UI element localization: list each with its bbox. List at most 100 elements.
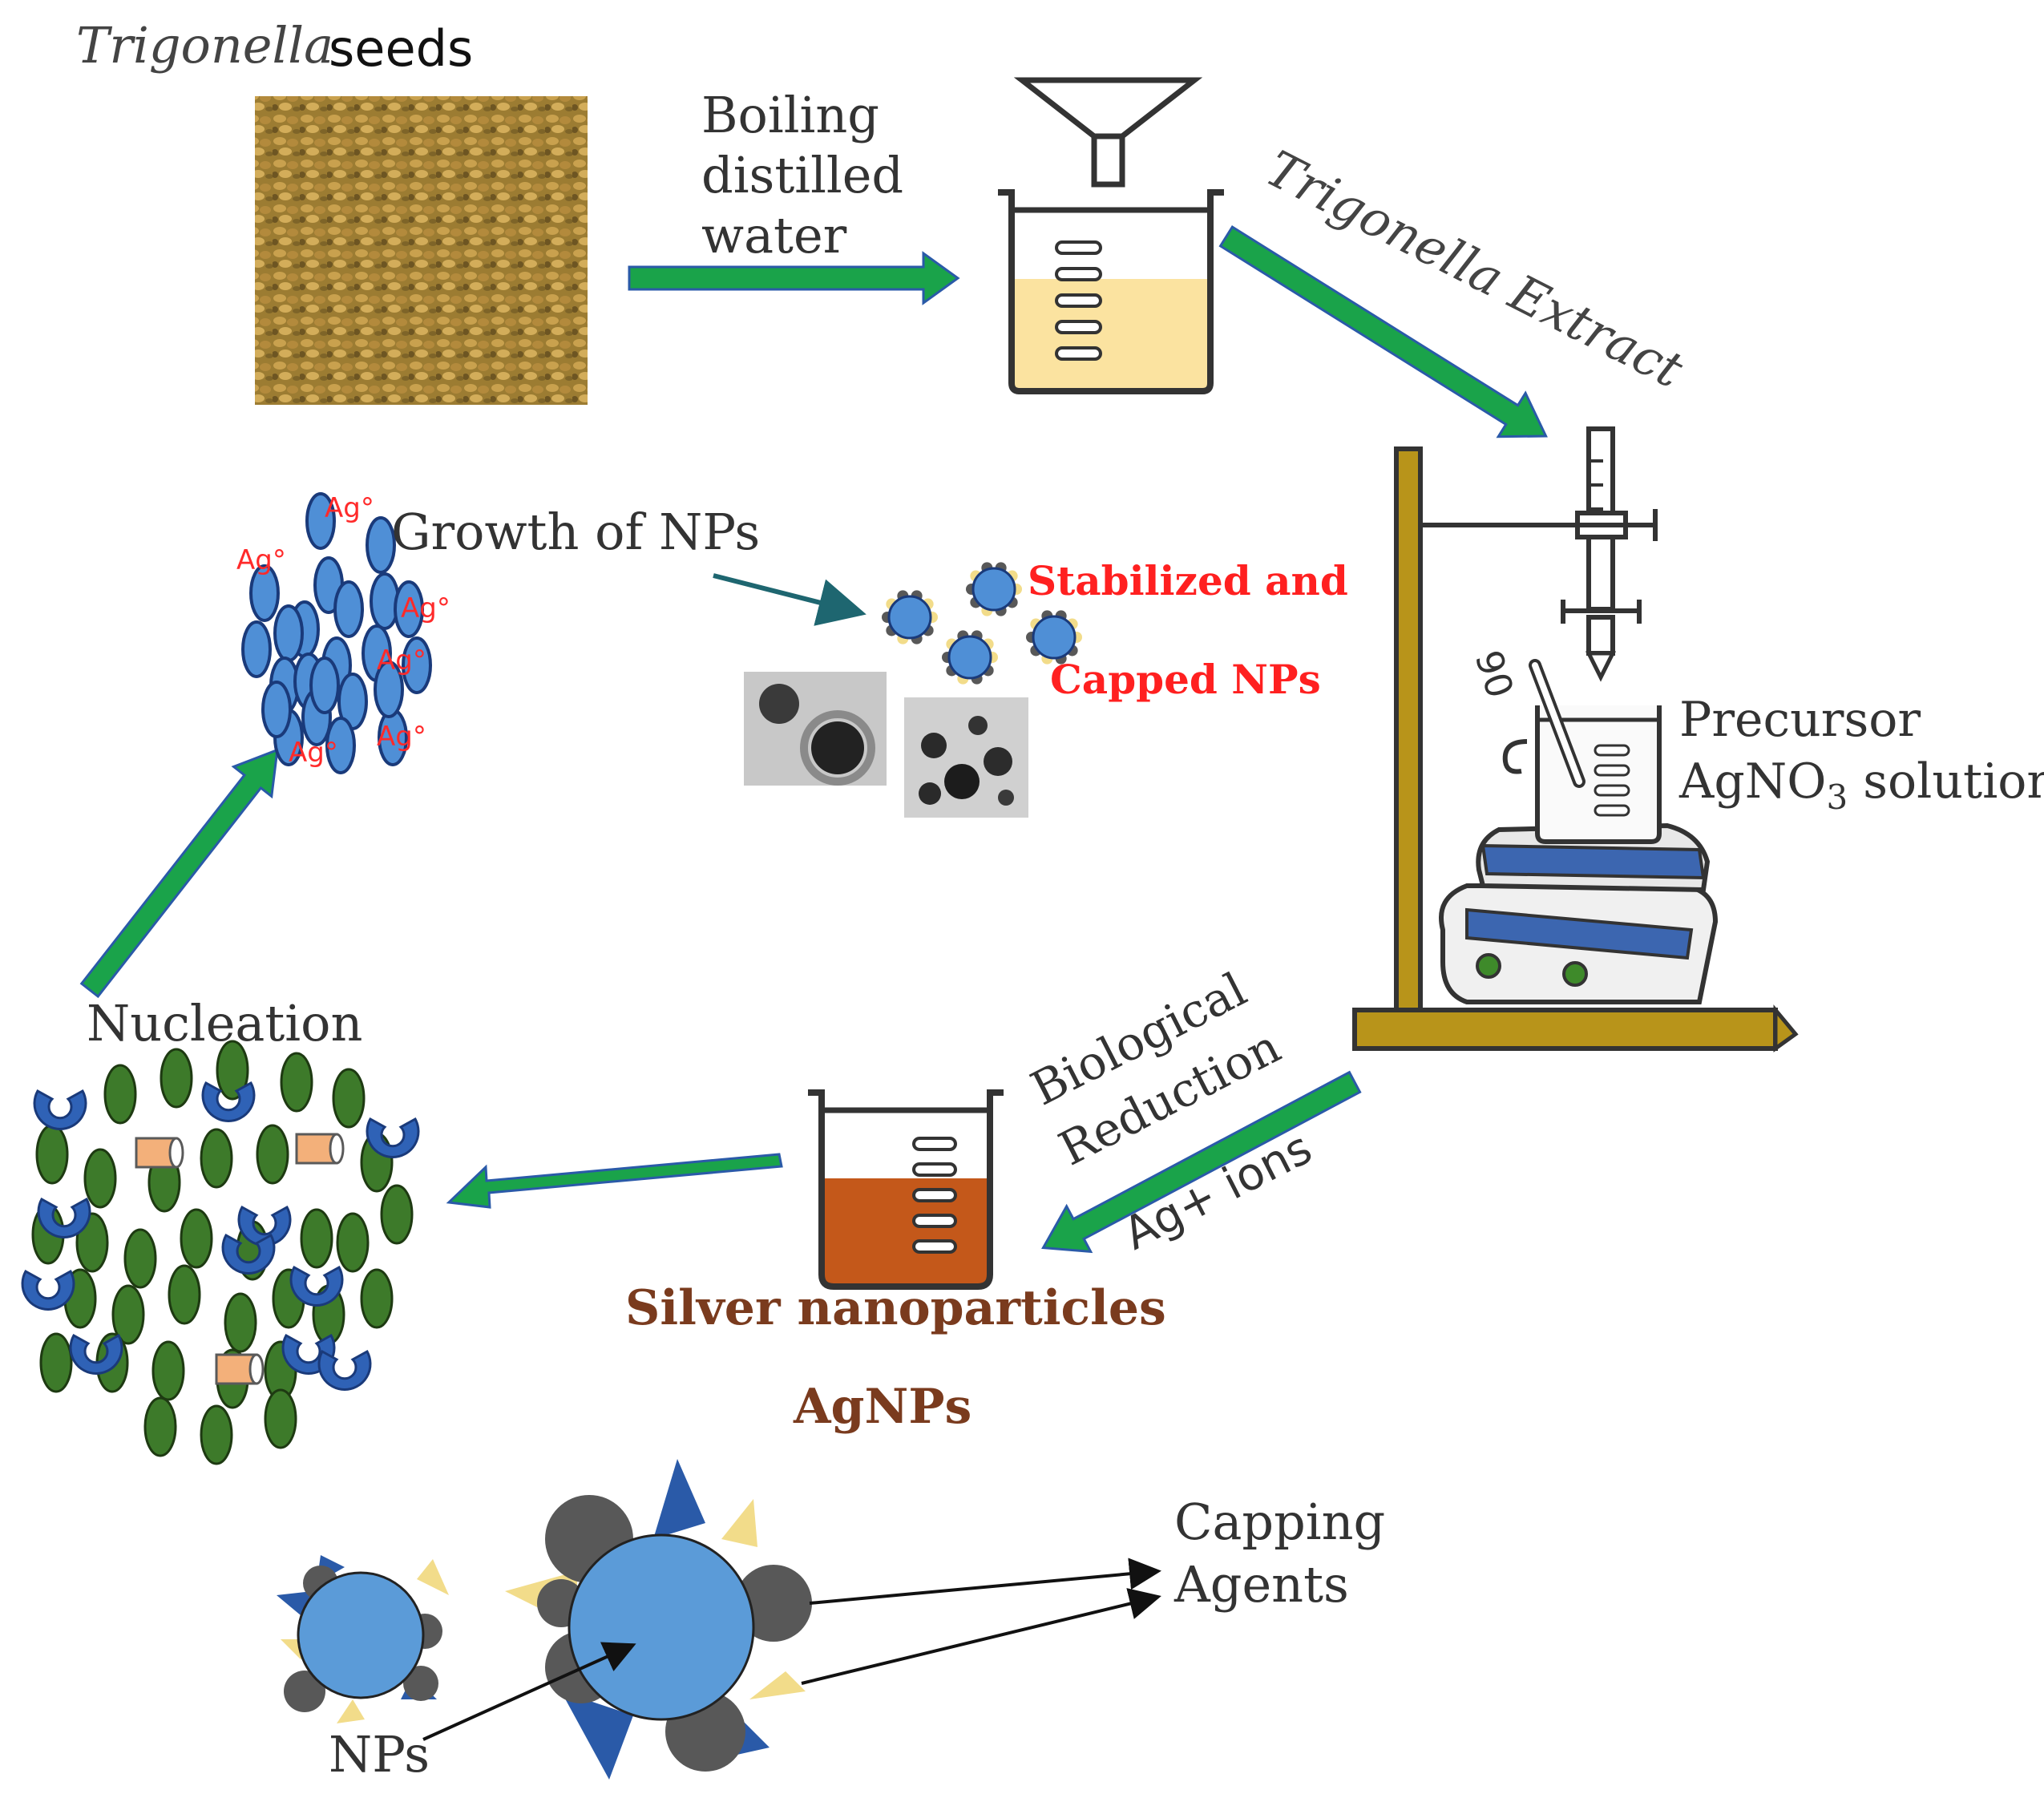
leaf-particle (200, 1128, 233, 1189)
agnps-label: AgNPs (793, 1379, 972, 1435)
capping-arrow-1 (809, 1558, 1161, 1605)
growth-particle (309, 657, 340, 714)
ag0-label: Ag° (289, 737, 338, 769)
extract-label: Trigonella Extract (1257, 139, 1692, 399)
nucleation-cluster (21, 1040, 420, 1465)
crescent-particle (69, 1333, 123, 1375)
stabilized-particle (882, 590, 938, 644)
growth-particle (402, 636, 432, 694)
tab-particle (295, 1133, 345, 1165)
leaf-particle (111, 1284, 145, 1345)
growth-particle (305, 492, 336, 550)
flow-arrow-boiling (628, 251, 960, 305)
stabilized-nps (882, 562, 1082, 685)
ag0-label: Ag° (325, 492, 374, 524)
burette-icon (1561, 426, 1658, 682)
ag0-label: Ag° (377, 721, 426, 753)
growth-particle (366, 516, 396, 574)
nps-arrow (422, 1642, 636, 1741)
crescent-particle (201, 1081, 256, 1122)
boiling-label-2: distilled (701, 146, 903, 204)
ag0-label: Ag° (377, 644, 426, 677)
leaf-particle (300, 1208, 333, 1269)
growth-cluster: Ag° Ag° Ag° Ag° Ag° Ag° (236, 492, 450, 774)
tem-image-2 (904, 697, 1028, 818)
leaf-particle (256, 1124, 289, 1185)
flow-arrow-extract (1218, 225, 1548, 438)
leaf-particle (35, 1124, 69, 1185)
leaf-particle (380, 1184, 414, 1245)
growth-label: Growth of NPs (391, 503, 760, 561)
ag0-label: Ag° (401, 592, 450, 624)
flow-arrow-reduction (1041, 1070, 1362, 1254)
leaf-particle (224, 1292, 257, 1353)
silver-np-beaker (808, 1089, 1004, 1290)
crescent-particle (21, 1269, 75, 1311)
leaf-particle (160, 1048, 193, 1109)
leaf-particle (39, 1332, 73, 1393)
leaf-particle (264, 1388, 297, 1449)
leaf-particle (332, 1068, 366, 1129)
leaf-particle (123, 1228, 157, 1289)
capped-label: Capped NPs (1050, 656, 1321, 703)
boiling-label-3: water (701, 206, 847, 265)
np-large (505, 1459, 812, 1780)
precursor-beaker (1502, 705, 1662, 844)
nps-label: NPs (329, 1725, 430, 1784)
extract-beaker (998, 77, 1224, 394)
crescent-particle (221, 1233, 276, 1275)
silver-np-label: Silver nanoparticles (625, 1280, 1166, 1336)
growth-particle (374, 661, 404, 718)
leaf-particle (200, 1404, 233, 1465)
crescent-particle (289, 1265, 344, 1307)
crescent-particle (37, 1197, 91, 1238)
growth-particle (261, 681, 292, 738)
stabilized-particle (1026, 610, 1082, 665)
crescent-particle (366, 1117, 420, 1158)
precursor-label-1: Precursor (1679, 692, 1921, 748)
leaf-particle (336, 1212, 370, 1273)
precursor-label-2: AgNO3 solution (1678, 754, 2044, 817)
growth-particle (241, 620, 272, 678)
flow-arrow-growth (79, 748, 279, 999)
stabilized-particle (942, 630, 998, 685)
seeds-photo (255, 96, 588, 405)
crescent-particle (317, 1349, 372, 1391)
titration-stand (1352, 446, 1799, 1053)
funnel-icon (1013, 77, 1203, 139)
leaf-particle (280, 1052, 313, 1113)
crescent-particle (33, 1089, 87, 1130)
boiling-label-1: Boiling (701, 86, 879, 144)
growth-to-stabilized-arrow (713, 573, 866, 626)
tab-particle (215, 1353, 265, 1385)
tab-particle (135, 1137, 184, 1169)
ag0-label: Ag° (236, 544, 286, 576)
growth-particle (273, 604, 304, 662)
leaf-particle (103, 1064, 137, 1125)
flow-arrow-nucleation (446, 1153, 783, 1209)
np-small (277, 1555, 449, 1723)
nucleation-label: Nucleation (87, 994, 362, 1053)
capping-label-2: Agents (1173, 1555, 1349, 1614)
leaf-particle (168, 1264, 201, 1325)
hot-plate-stirrer (1439, 822, 1719, 1004)
capping-arrow-2 (801, 1588, 1161, 1685)
leaf-particle (143, 1396, 177, 1457)
leaf-particle (83, 1148, 117, 1209)
crescent-particle (237, 1205, 292, 1246)
capping-label-1: Capping (1174, 1493, 1385, 1551)
leaf-particle (216, 1040, 249, 1101)
leaf-particle (151, 1340, 185, 1401)
growth-particle (249, 564, 280, 622)
growth-particle (325, 717, 356, 774)
stabilized-label: Stabilized and (1028, 557, 1348, 604)
seeds-label: seeds (329, 19, 473, 78)
trigonella-label: Trigonella (76, 16, 333, 75)
thermometer-label: 90 (1467, 645, 1522, 703)
tem-image-1 (744, 672, 887, 786)
growth-particle (333, 580, 364, 638)
growth-particle (394, 580, 424, 638)
leaf-particle (180, 1208, 213, 1269)
leaf-particle (360, 1268, 394, 1329)
